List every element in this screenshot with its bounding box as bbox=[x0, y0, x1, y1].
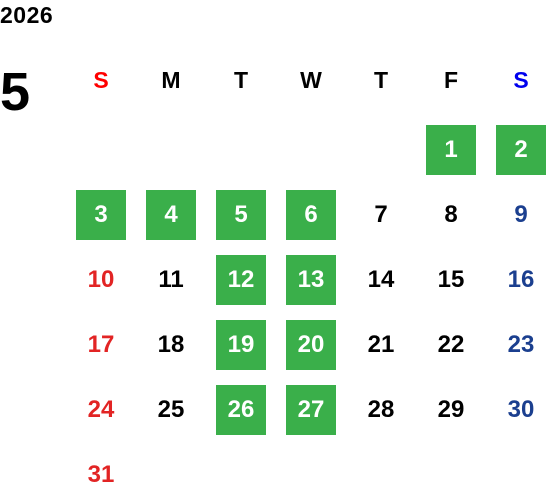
day-cell-highlighted[interactable]: 3 bbox=[76, 190, 126, 240]
day-cell[interactable]: 21 bbox=[367, 331, 395, 358]
day-cell[interactable]: 30 bbox=[507, 396, 535, 423]
day-cell-highlighted[interactable]: 2 bbox=[496, 125, 546, 175]
day-cell[interactable]: 14 bbox=[367, 266, 395, 293]
day-cell[interactable]: 10 bbox=[87, 266, 115, 293]
weekday-label: S bbox=[93, 66, 109, 93]
weekday-label: S bbox=[513, 66, 529, 93]
weekday-label: T bbox=[233, 66, 249, 93]
year-label: 2026 bbox=[0, 2, 54, 28]
month-label: 5 bbox=[0, 62, 31, 122]
day-cell[interactable]: 23 bbox=[507, 331, 535, 358]
day-cell[interactable]: 28 bbox=[367, 396, 395, 423]
day-cell-highlighted[interactable]: 6 bbox=[286, 190, 336, 240]
day-cell[interactable]: 22 bbox=[437, 331, 465, 358]
day-cell[interactable]: 11 bbox=[158, 266, 184, 293]
weekday-label: F bbox=[443, 66, 459, 93]
day-cell[interactable]: 17 bbox=[87, 331, 115, 358]
day-cell-highlighted[interactable]: 13 bbox=[286, 255, 336, 305]
day-cell-highlighted[interactable]: 27 bbox=[286, 385, 336, 435]
day-cell-highlighted[interactable]: 12 bbox=[216, 255, 266, 305]
day-cell-highlighted[interactable]: 20 bbox=[286, 320, 336, 370]
day-cell[interactable]: 9 bbox=[514, 201, 528, 228]
day-cell-highlighted[interactable]: 1 bbox=[426, 125, 476, 175]
day-cell-highlighted[interactable]: 4 bbox=[146, 190, 196, 240]
day-cell[interactable]: 16 bbox=[507, 266, 535, 293]
day-cell-highlighted[interactable]: 5 bbox=[216, 190, 266, 240]
day-cell[interactable]: 24 bbox=[87, 396, 115, 423]
day-cell[interactable]: 25 bbox=[157, 396, 185, 423]
day-cell[interactable]: 15 bbox=[437, 266, 465, 293]
day-cell[interactable]: 8 bbox=[444, 201, 458, 228]
weekday-label: W bbox=[300, 66, 322, 93]
day-cell[interactable]: 7 bbox=[374, 201, 388, 228]
day-cell-highlighted[interactable]: 26 bbox=[216, 385, 266, 435]
day-cell[interactable]: 18 bbox=[157, 331, 185, 358]
day-cell[interactable]: 31 bbox=[87, 461, 115, 488]
weekday-label: M bbox=[161, 66, 181, 93]
weekday-label: T bbox=[373, 66, 389, 93]
day-cell[interactable]: 29 bbox=[437, 396, 465, 423]
day-cell-highlighted[interactable]: 19 bbox=[216, 320, 266, 370]
